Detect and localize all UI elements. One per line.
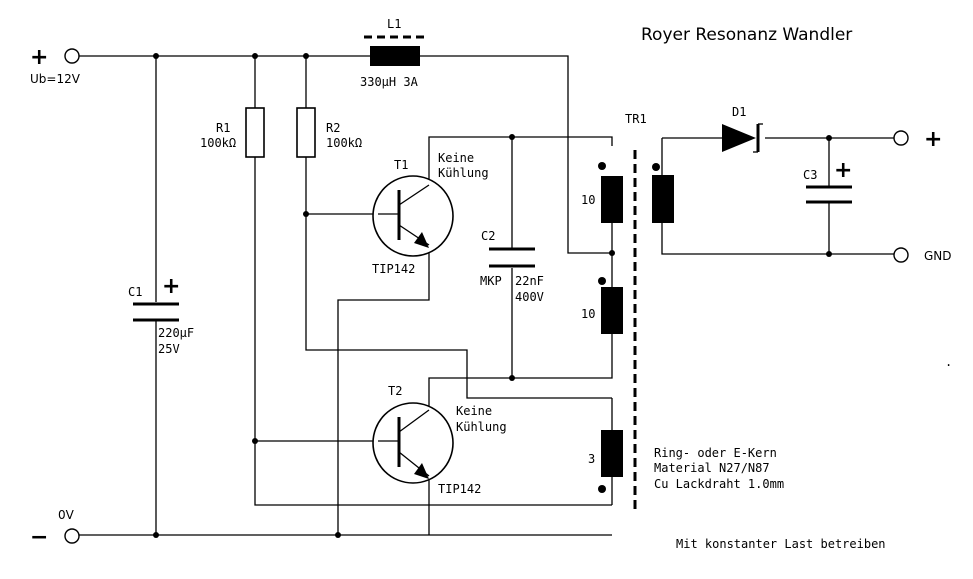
r1-value: 100kΩ xyxy=(200,136,236,150)
supply-plus-terminal xyxy=(64,48,80,64)
tr1-note-material: Material N27/N87 xyxy=(654,461,770,475)
output-gnd-terminal xyxy=(893,247,909,263)
l1-value: 330µH 3A xyxy=(360,75,419,89)
supply-ground-label: 0V xyxy=(58,508,75,522)
junctions xyxy=(153,53,832,538)
c1-polarity: + xyxy=(162,274,180,299)
t2-name: T2 xyxy=(388,384,402,398)
page-title: Royer Resonanz Wandler xyxy=(641,25,852,45)
inductor-coil xyxy=(370,46,420,66)
t2-note-line1: Keine xyxy=(456,404,492,418)
c3-name: C3 xyxy=(803,168,817,182)
wire-secondary xyxy=(661,138,895,255)
tr1-winding-upper-turns: 10 xyxy=(581,193,595,207)
t1-type: TIP142 xyxy=(372,262,415,276)
c1-voltage: 25V xyxy=(158,342,180,356)
c1-value: 220µF xyxy=(158,326,194,340)
t1-note-line2: Kühlung xyxy=(438,166,489,180)
tr1-winding-lower xyxy=(601,287,623,334)
r2-name: R2 xyxy=(326,121,340,135)
c1-name: C1 xyxy=(128,285,142,299)
transformer-tr1: TR1 10 10 3 Ring- oder E-Kern Material N… xyxy=(581,112,784,512)
t1-name: T1 xyxy=(394,158,408,172)
footer-note: Mit konstanter Last betreiben xyxy=(676,537,886,551)
t2-type: TIP142 xyxy=(438,482,481,496)
l1-name: L1 xyxy=(387,17,401,31)
tr1-winding-secondary xyxy=(652,175,674,223)
r2-body xyxy=(296,107,316,158)
wire-top-rail xyxy=(78,55,612,254)
wire-r1-branch xyxy=(254,56,612,506)
wire-t2-collector xyxy=(428,330,613,410)
tr1-winding-feedback-turns: 3 xyxy=(588,452,595,466)
capacitor-c1: + C1 220µF 25V xyxy=(128,274,194,356)
wire-t1-emitter xyxy=(337,245,430,535)
capacitor-c2: C2 MKP 22nF 400V xyxy=(480,229,544,304)
wire-t1-collector xyxy=(428,136,613,185)
supply-ground-terminal xyxy=(64,528,80,544)
diode-d1: D1 xyxy=(722,105,763,153)
d1-anode-triangle xyxy=(722,124,756,152)
t2-body xyxy=(372,402,454,484)
c2-dielectric: MKP xyxy=(480,274,502,288)
tr1-note-core: Ring- oder E-Kern xyxy=(654,446,777,460)
supply-minus-sign: − xyxy=(30,525,48,550)
output-plus-sign: + xyxy=(924,127,942,152)
t2-note-line2: Kühlung xyxy=(456,420,507,434)
tr1-winding-upper xyxy=(601,176,623,223)
tr1-note-wire: Cu Lackdraht 1.0mm xyxy=(654,477,784,491)
r2-value: 100kΩ xyxy=(326,136,362,150)
c3-polarity: + xyxy=(834,158,852,183)
capacitor-c3: + C3 xyxy=(803,158,852,204)
output-plus-terminal xyxy=(893,130,909,146)
resistor-r2: R2 100kΩ xyxy=(296,107,362,158)
tr1-name: TR1 xyxy=(625,112,647,126)
output-gnd-label: GND xyxy=(924,249,952,263)
r1-body xyxy=(245,107,265,158)
t1-note-line1: Keine xyxy=(438,151,474,165)
c2-name: C2 xyxy=(481,229,495,243)
t2-emitter-arrow xyxy=(414,463,429,479)
wires xyxy=(78,55,895,536)
t1-emitter-arrow xyxy=(414,232,429,248)
t1-body xyxy=(372,175,454,257)
transistor-t1: T1 TIP142 Keine Kühlung xyxy=(372,151,489,276)
wire-r2-branch xyxy=(305,56,612,399)
tr1-winding-lower-turns: 10 xyxy=(581,307,595,321)
supply-voltage-label: Ub=12V xyxy=(30,72,81,86)
transistor-t2: T2 TIP142 Keine Kühlung xyxy=(372,384,507,496)
resistor-r1: R1 100kΩ xyxy=(200,107,265,158)
d1-name: D1 xyxy=(732,105,746,119)
tr1-winding-feedback xyxy=(601,430,623,477)
inductor-l1: L1 330µH 3A xyxy=(360,17,428,89)
r1-name: R1 xyxy=(216,121,230,135)
supply-plus-sign: + xyxy=(30,45,48,70)
c2-value: 22nF xyxy=(515,274,544,288)
c2-voltage: 400V xyxy=(515,290,544,304)
stray-mark: . xyxy=(945,355,952,369)
